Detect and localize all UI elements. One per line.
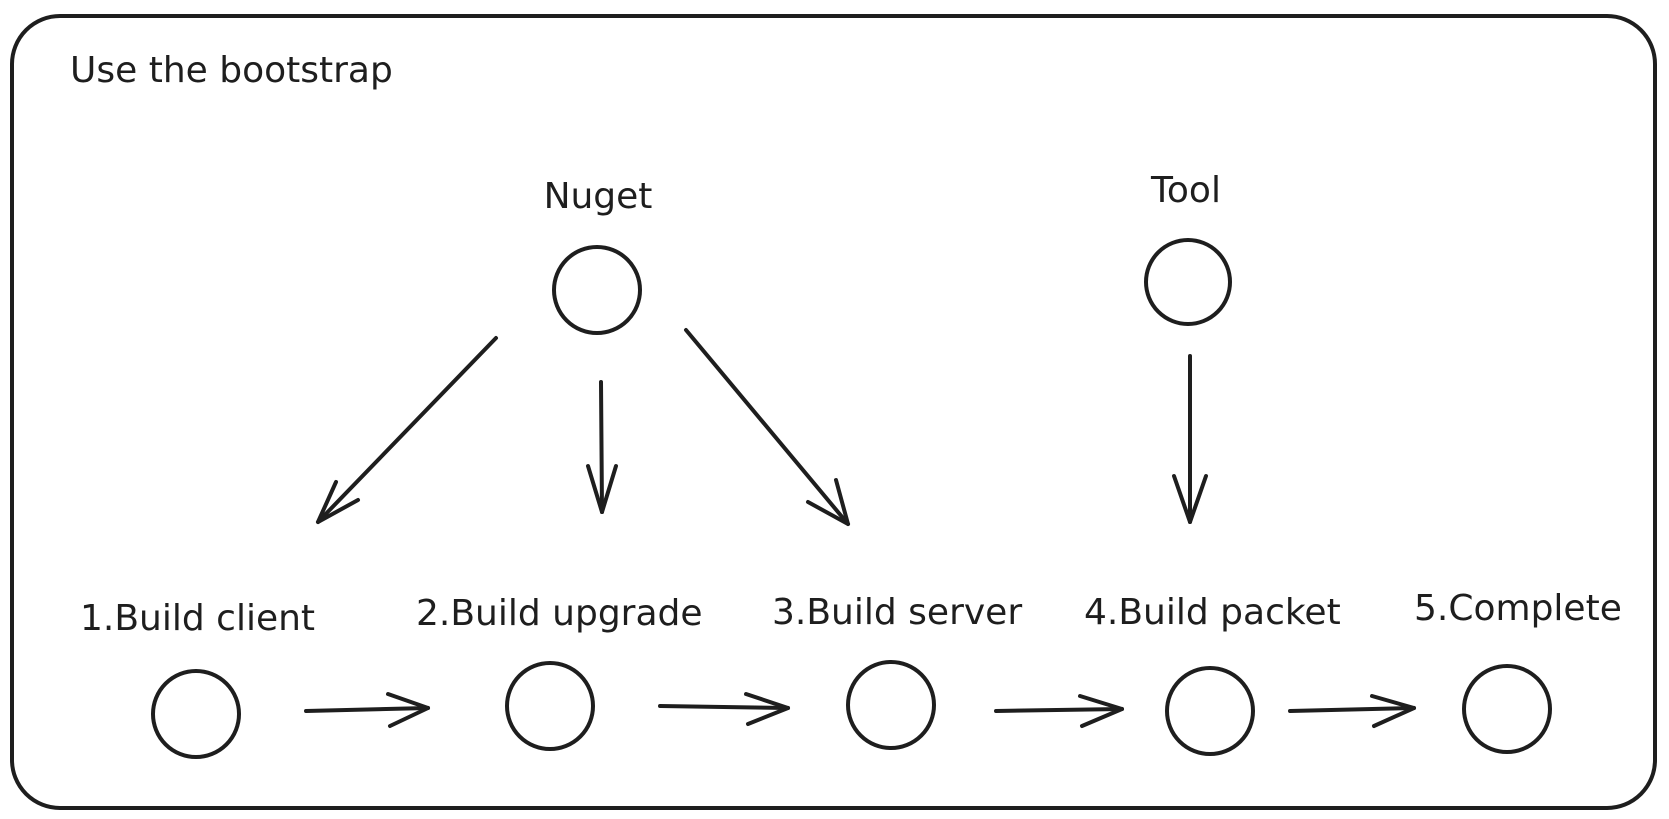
step-label-1: 1.Build client bbox=[80, 598, 315, 639]
source-label-tool: Tool bbox=[1150, 170, 1221, 211]
step-label-3: 3.Build server bbox=[772, 592, 1022, 633]
diagram-title: Use the bootstrap bbox=[70, 50, 393, 91]
source-node-tool bbox=[1144, 238, 1232, 326]
step-node-1 bbox=[151, 669, 241, 759]
step-node-5 bbox=[1462, 664, 1552, 754]
edge-tool-step-4 bbox=[1172, 354, 1208, 524]
edge-step-2-step-3 bbox=[658, 692, 790, 726]
edge-step-3-step-4 bbox=[994, 694, 1124, 728]
edge-nuget-step-3 bbox=[684, 328, 850, 526]
step-label-4: 4.Build packet bbox=[1084, 592, 1341, 633]
source-label-nuget: Nuget bbox=[544, 176, 653, 217]
step-node-2 bbox=[505, 661, 595, 751]
step-label-2: 2.Build upgrade bbox=[416, 593, 703, 634]
edge-nuget-step-2 bbox=[586, 380, 618, 514]
step-node-4 bbox=[1165, 666, 1255, 756]
source-node-nuget bbox=[552, 245, 642, 335]
step-node-3 bbox=[846, 660, 936, 750]
edge-step-1-step-2 bbox=[304, 692, 430, 728]
edge-nuget-step-1 bbox=[316, 336, 498, 524]
diagram-frame bbox=[10, 14, 1657, 810]
step-label-5: 5.Complete bbox=[1414, 588, 1622, 629]
edge-step-4-step-5 bbox=[1288, 694, 1416, 728]
